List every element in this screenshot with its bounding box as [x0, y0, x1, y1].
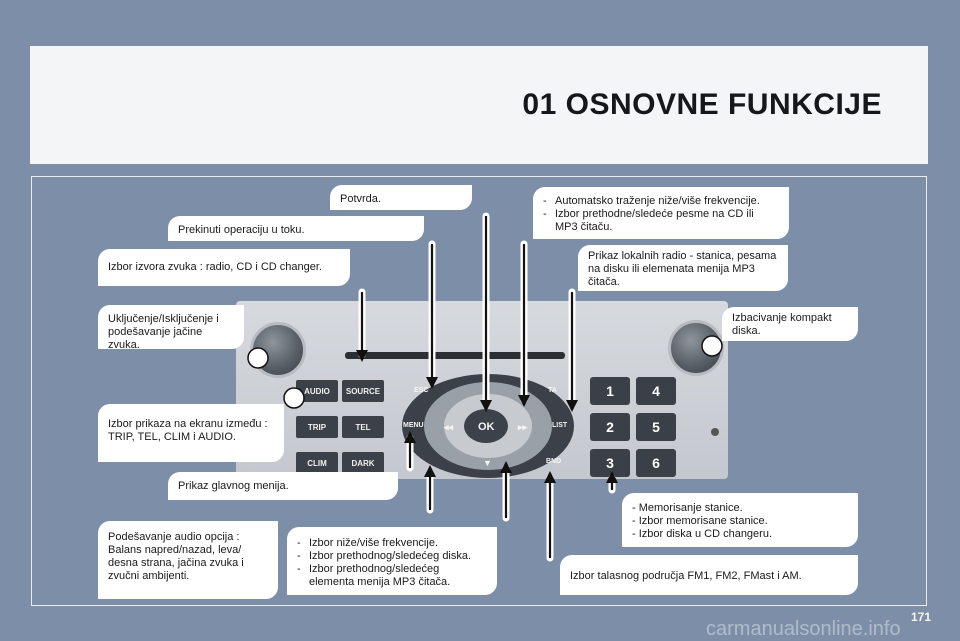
callout-text: zvučni ambijenti.: [108, 570, 190, 582]
eject-knob[interactable]: [668, 320, 724, 376]
volume-knob[interactable]: [250, 322, 306, 378]
callout-text: Izbor prikaza na ekranu između :: [108, 418, 268, 430]
callout-potvrda: Potvrda.: [330, 185, 472, 210]
ok-label[interactable]: OK: [478, 421, 495, 433]
callout-text: Prikaz glavnog menija.: [178, 480, 289, 492]
callout-prikaz-lokalnih: Prikaz lokalnih radio - stanica, pesama …: [578, 245, 788, 291]
callout-text: Izbor niže/više frekvencije.: [297, 537, 487, 550]
callout-text: Uključenje/Isključenje i: [108, 313, 219, 325]
list-label[interactable]: LIST: [552, 422, 568, 429]
preset-1-button[interactable]: 1: [590, 377, 630, 405]
callout-text: Potvrda.: [340, 193, 381, 205]
page-number: 171: [911, 610, 932, 624]
callout-text: podešavanje jačine zvuka.: [108, 326, 203, 351]
callout-izbor-nize: Izbor niže/više frekvencije. Izbor preth…: [287, 527, 497, 595]
callout-text: - Izbor diska u CD changeru.: [632, 528, 773, 540]
preset-5-button[interactable]: 5: [636, 413, 676, 441]
ta-label[interactable]: TA: [548, 387, 557, 394]
source-button[interactable]: SOURCE: [342, 380, 384, 402]
watermark: carmanualsonline.info: [706, 618, 901, 640]
down-arrow-icon[interactable]: ▼: [483, 458, 492, 468]
callout-text: Podešavanje audio opcija :: [108, 531, 240, 543]
callout-prekinuti: Prekinuti operaciju u toku.: [168, 216, 424, 241]
content-frame: [31, 176, 927, 606]
callout-izbacivanje: Izbacivanje kompakt diska.: [722, 307, 858, 341]
preset-6-button[interactable]: 6: [636, 449, 676, 477]
reset-hole: [711, 428, 719, 436]
cd-slot: [345, 352, 565, 359]
callout-text: Izbor prethodnog/sledećeg elementa menij…: [297, 563, 487, 589]
callout-text: na disku ili elemenata menija MP3: [588, 263, 755, 275]
callout-text: Izbor prethodnog/sledećeg diska.: [297, 550, 487, 563]
callout-podesavanje-audio: Podešavanje audio opcija : Balans napred…: [98, 521, 278, 599]
callout-izbor-izvora: Izbor izvora zvuka : radio, CD i CD chan…: [98, 249, 350, 286]
callout-talasno: Izbor talasnog područja FM1, FM2, FMast …: [560, 555, 858, 595]
callout-prikaz-menija: Prikaz glavnog menija.: [168, 472, 398, 500]
callout-text: TRIP, TEL, CLIM i AUDIO.: [108, 431, 236, 443]
preset-3-button[interactable]: 3: [590, 449, 630, 477]
esc-label[interactable]: ESC: [414, 387, 429, 394]
preset-2-button[interactable]: 2: [590, 413, 630, 441]
callout-text: Balans napred/nazad, leva/: [108, 544, 242, 556]
callout-text: desna strana, jačina zvuka i: [108, 557, 244, 569]
callout-text: Izbacivanje kompakt: [732, 312, 832, 324]
callout-automatsko: Automatsko traženje niže/više frekvencij…: [533, 187, 789, 239]
callout-text: Izbor prethodne/sledeće pesme na CD ili …: [543, 208, 779, 234]
callout-text: Izbor talasnog područja FM1, FM2, FMast …: [570, 570, 802, 582]
menu-label[interactable]: MENU: [403, 422, 424, 429]
callout-izbor-prikaza: Izbor prikaza na ekranu između : TRIP, T…: [98, 404, 284, 462]
callout-text: - Izbor memorisane stanice.: [632, 515, 768, 527]
tel-button[interactable]: TEL: [342, 416, 384, 438]
callout-text: Automatsko traženje niže/više frekvencij…: [543, 195, 779, 208]
callout-text: Prikaz lokalnih radio - stanica, pesama: [588, 250, 777, 262]
callout-memorisanje: - Memorisanje stanice. - Izbor memorisan…: [622, 493, 858, 547]
fast-forward-icon[interactable]: ▸▸: [518, 422, 528, 432]
callout-ukljucenje: Uključenje/Isključenje i podešavanje jač…: [98, 305, 244, 351]
dark-button[interactable]: DARK: [342, 452, 384, 474]
clim-button[interactable]: CLIM: [296, 452, 338, 474]
rewind-icon[interactable]: ◂◂: [444, 422, 454, 432]
callout-text: čitača.: [588, 276, 620, 288]
page-title: 01 OSNOVNE FUNKCIJE: [522, 88, 882, 121]
preset-4-button[interactable]: 4: [636, 377, 676, 405]
callout-text: - Memorisanje stanice.: [632, 502, 743, 514]
trip-button[interactable]: TRIP: [296, 416, 338, 438]
callout-text: Prekinuti operaciju u toku.: [178, 224, 305, 236]
callout-text: Izbor izvora zvuka : radio, CD i CD chan…: [108, 261, 322, 273]
title-bar: 01 OSNOVNE FUNKCIJE: [30, 46, 928, 164]
bnd-label[interactable]: BND: [546, 458, 562, 465]
navigation-pad[interactable]: [400, 372, 576, 480]
audio-button[interactable]: AUDIO: [296, 380, 338, 402]
callout-text: diska.: [732, 325, 761, 337]
